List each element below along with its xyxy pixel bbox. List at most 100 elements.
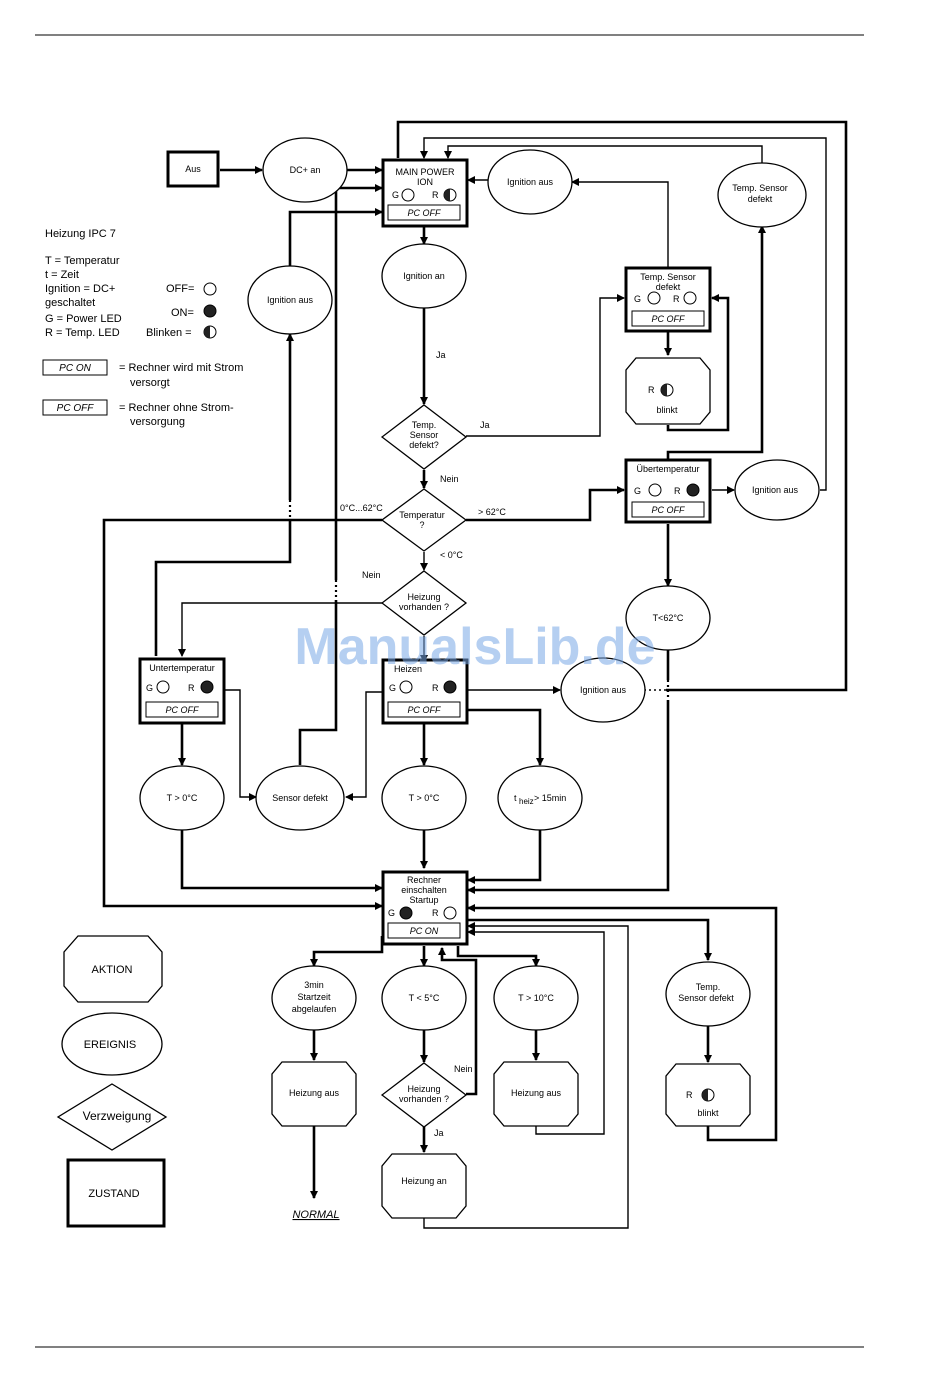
svg-text:heiz: heiz <box>519 797 534 806</box>
event-ignition-aus-left: Ignition aus <box>247 265 333 335</box>
led-off-icon <box>648 483 662 497</box>
svg-text:Ignition aus: Ignition aus <box>267 295 314 305</box>
led-off-icon <box>683 291 697 305</box>
svg-text:Sensor defekt: Sensor defekt <box>678 993 734 1003</box>
event-t-heiz: t heiz > 15min <box>497 765 583 831</box>
svg-text:Heizung an: Heizung an <box>401 1176 447 1186</box>
legend-zustand-shape <box>66 1158 166 1228</box>
svg-text:G: G <box>389 683 396 693</box>
label-range: 0°C...62°C <box>340 503 383 513</box>
svg-text:t: t <box>514 793 517 803</box>
svg-text:vorhanden ?: vorhanden ? <box>399 1094 449 1104</box>
event-t-gt-0-mid: T > 0°C <box>381 765 467 831</box>
legend-on-label: ON= <box>171 307 194 319</box>
legend: Heizung IPC 7 T = Temperatur t = Zeit Ig… <box>42 228 243 428</box>
svg-text:einschalten: einschalten <box>401 885 447 895</box>
svg-text:Temp. Sensor: Temp. Sensor <box>732 183 788 193</box>
led-on-icon <box>443 680 457 694</box>
led-off-icon <box>156 680 170 694</box>
legend-line: Ignition = DC+ <box>45 283 115 295</box>
svg-text:Heizung aus: Heizung aus <box>289 1088 340 1098</box>
state-untertemperatur: Untertemperatur G R PC OFF <box>138 657 226 725</box>
svg-text:> 15min: > 15min <box>534 793 566 803</box>
svg-text:blinkt: blinkt <box>697 1108 719 1118</box>
legend-title: Heizung IPC 7 <box>45 228 116 240</box>
svg-text:Ignition aus: Ignition aus <box>752 485 799 495</box>
svg-text:Heizen: Heizen <box>394 664 422 674</box>
legend-pc-on-box <box>42 359 108 376</box>
svg-text:PC OFF: PC OFF <box>408 208 442 218</box>
svg-text:Heizung: Heizung <box>407 1084 440 1094</box>
event-ignition-aus-right: Ignition aus <box>734 459 820 521</box>
legend-pc-on-desc: versorgt <box>130 377 170 389</box>
watermark: ManualsLib.de <box>294 618 655 676</box>
svg-text:Temp.: Temp. <box>696 982 721 992</box>
legend-blink-label: Blinken = <box>146 327 192 339</box>
event-t-lt-62: T<62°C <box>625 585 711 651</box>
legend-aktion-label: AKTION <box>92 964 133 976</box>
svg-text:Rechner: Rechner <box>407 875 441 885</box>
label-nein: Nein <box>454 1064 473 1074</box>
shape-legend: AKTION EREIGNIS Verzweigung ZUSTAND <box>56 935 168 1228</box>
svg-text:G: G <box>634 486 641 496</box>
svg-text:Ignition an: Ignition an <box>403 271 445 281</box>
event-temp-sensor-defekt-right: Temp. Sensor defekt <box>665 961 751 1027</box>
action-heizung-aus-left: Heizung aus <box>271 1061 357 1127</box>
legend-off-label: OFF= <box>166 283 194 295</box>
legend-pc-off-text: PC OFF <box>57 403 95 414</box>
svg-text:R: R <box>648 385 655 395</box>
decision-heizung-vorhanden-lower: Heizung vorhanden ? <box>380 1062 468 1128</box>
legend-pc-off-box <box>42 399 108 416</box>
label-ja: Ja <box>434 1128 444 1138</box>
legend-pc-off-desc: versorgung <box>130 416 185 428</box>
svg-text:R: R <box>188 683 195 693</box>
svg-text:Ignition aus: Ignition aus <box>507 177 554 187</box>
led-on-icon <box>203 304 217 318</box>
action-heizung-aus-right: Heizung aus <box>493 1061 579 1127</box>
svg-text:defekt?: defekt? <box>409 440 439 450</box>
node-dc-an: DC+ an <box>262 137 348 203</box>
state-heizen: Heizen G R PC OFF <box>381 658 469 725</box>
svg-text:PC OFF: PC OFF <box>652 505 686 515</box>
state-rechner-einschalten: Rechner einschalten Startup G R PC ON <box>381 870 469 946</box>
svg-text:Ignition aus: Ignition aus <box>580 685 627 695</box>
label-nein: Nein <box>362 570 381 580</box>
svg-text:PC OFF: PC OFF <box>408 705 442 715</box>
legend-line: R = Temp. LED <box>45 327 120 339</box>
svg-text:T > 10°C: T > 10°C <box>518 993 554 1003</box>
label-nein: Nein <box>440 474 459 484</box>
legend-pc-on-text: PC ON <box>59 363 91 374</box>
svg-text:abgelaufen: abgelaufen <box>292 1004 337 1014</box>
svg-text:Temperatur: Temperatur <box>399 510 445 520</box>
svg-text:ION: ION <box>417 177 433 187</box>
svg-text:Startzeit: Startzeit <box>297 992 331 1002</box>
svg-text:PC OFF: PC OFF <box>166 705 200 715</box>
action-heizung-an: Heizung an <box>381 1153 467 1219</box>
action-r-blinkt-bottom: R blinkt <box>665 1063 751 1127</box>
legend-ereignis-label: EREIGNIS <box>84 1039 137 1051</box>
svg-text:G: G <box>634 294 641 304</box>
event-t-gt-0-left: T > 0°C <box>139 765 225 831</box>
svg-text:DC+ an: DC+ an <box>290 165 321 175</box>
led-off-icon <box>401 188 415 202</box>
decision-temperatur: Temperatur ? <box>380 488 468 552</box>
svg-text:R: R <box>686 1090 693 1100</box>
svg-text:defekt: defekt <box>656 282 681 292</box>
svg-text:defekt: defekt <box>748 194 773 204</box>
svg-text:PC OFF: PC OFF <box>652 314 686 324</box>
svg-text:Sensor: Sensor <box>410 430 439 440</box>
label-lt-0: < 0°C <box>440 550 463 560</box>
event-ignition-an: Ignition an <box>381 243 467 309</box>
action-r-blinkt-top: R blinkt <box>625 357 711 425</box>
legend-verzweigung-shape <box>56 1083 168 1151</box>
svg-text:R: R <box>432 908 439 918</box>
legend-line: t = Zeit <box>45 269 79 281</box>
svg-text:MAIN POWER: MAIN POWER <box>395 167 455 177</box>
svg-text:vorhanden ?: vorhanden ? <box>399 602 449 612</box>
legend-pc-on-desc: = Rechner wird mit Strom <box>119 362 243 374</box>
svg-text:Aus: Aus <box>185 164 201 174</box>
svg-text:R: R <box>673 294 680 304</box>
svg-text:3min: 3min <box>304 980 324 990</box>
svg-text:Temp.: Temp. <box>412 420 437 430</box>
